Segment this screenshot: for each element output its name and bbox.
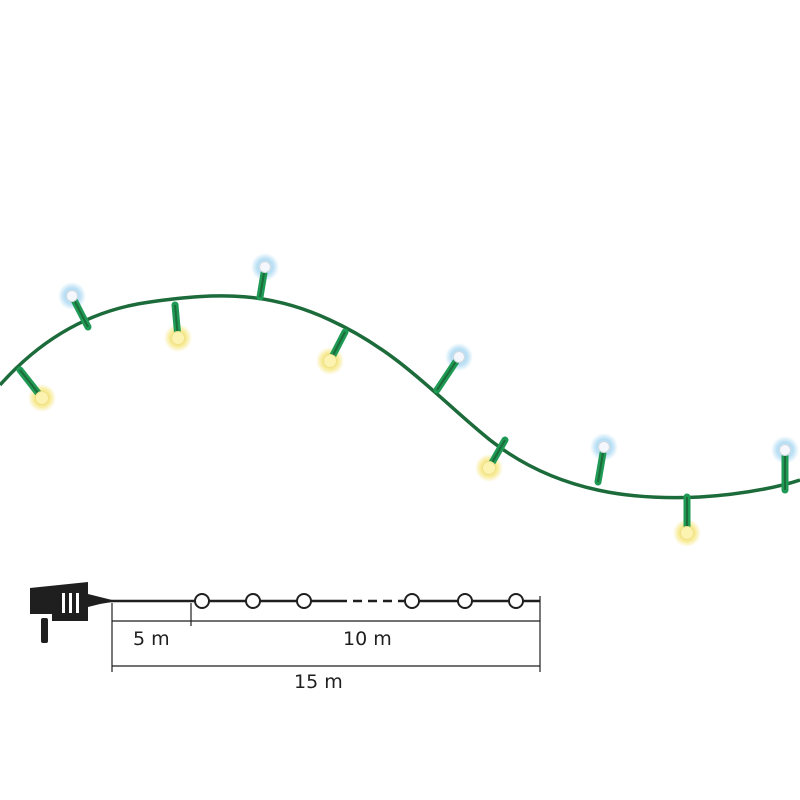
total-length-label: 15 m — [294, 671, 343, 693]
bulb-markers — [194, 593, 524, 609]
cold-white-bulb — [433, 343, 473, 394]
lead-length-label: 5 m — [133, 628, 170, 650]
cold-white-bulb — [251, 253, 279, 301]
dimension-lines — [111, 596, 541, 672]
cold-white-bulb — [771, 436, 799, 494]
light-string — [0, 253, 800, 547]
bulb-marker — [296, 593, 312, 609]
warm-white-bulb — [316, 328, 349, 375]
cold-white-bulb — [590, 433, 618, 486]
bulb-marker — [245, 593, 261, 609]
warm-white-bulb — [475, 436, 509, 482]
bulb-marker — [508, 593, 524, 609]
warm-white-bulb — [164, 301, 192, 352]
length-schematic: 5 m 10 m 15 m — [30, 582, 541, 693]
power-adapter-icon — [30, 582, 112, 643]
cold-white-bulb — [58, 282, 92, 331]
warm-white-bulb — [16, 366, 56, 412]
lit-length-label: 10 m — [343, 628, 392, 650]
warm-white-bulb — [673, 493, 701, 547]
cable — [0, 294, 800, 500]
bulb-marker — [404, 593, 420, 609]
bulb-marker — [457, 593, 473, 609]
bulb-marker — [194, 593, 210, 609]
bulbs — [16, 253, 799, 547]
